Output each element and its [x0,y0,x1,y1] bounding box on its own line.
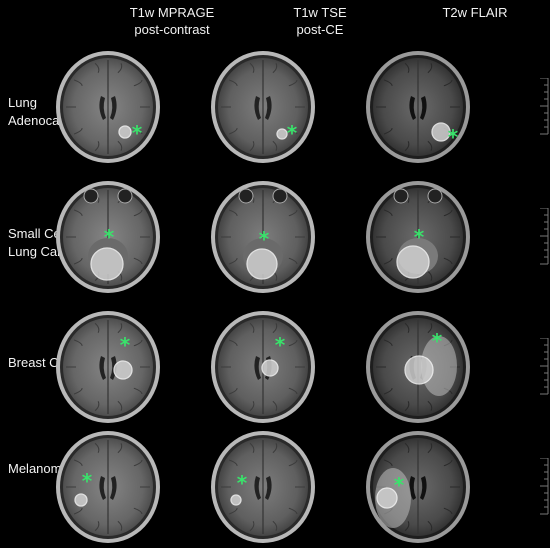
lateral-ventricle [110,476,117,500]
scale-ruler [540,208,549,265]
lesion-marker-asterisk: * [275,333,286,357]
lesion [431,122,451,142]
orbit [83,188,99,204]
lateral-ventricle [420,476,427,500]
lateral-ventricle [265,476,272,500]
lateral-ventricle [99,476,106,500]
lesion [118,125,132,139]
mri-slice-image: * [211,181,315,293]
lesion [404,355,434,385]
mri-slice-image: * [211,431,315,543]
mri-slice-image: * [211,311,315,423]
mri-slice-image: * [366,51,470,163]
cortical-sulci [221,322,305,412]
orbit [427,188,443,204]
scale-ruler [540,78,549,135]
mri-slice-lung-adenocarcinoma-t2w-flair: * [353,48,483,166]
lateral-ventricle [110,96,117,120]
mri-slice-melanoma-t2w-flair: * [353,428,483,546]
lesion-marker-asterisk: * [432,329,443,353]
lesion-marker-asterisk: * [120,333,131,357]
lesion [376,487,398,509]
mri-slice-breast-cancer-t2w-flair: * [353,308,483,426]
column-header-line2: post-contrast [134,22,210,37]
lesion [276,128,288,140]
mri-slice-small-cell-lung-cancer-t1w-mprage: * [43,178,173,296]
lesion-marker-asterisk: * [259,227,270,251]
mri-slice-lung-adenocarcinoma-t1w-tse: * [198,48,328,166]
lesion-marker-asterisk: * [448,125,459,149]
column-header-line1: T1w TSE [293,5,347,20]
column-header-t2w-flair: T2w FLAIR [400,4,550,21]
orbit [238,188,254,204]
lesion-marker-asterisk: * [287,121,298,145]
lateral-ventricle [254,476,261,500]
mri-slice-image: * [366,431,470,543]
lesion [90,247,124,281]
mri-slice-breast-cancer-t1w-tse: * [198,308,328,426]
lesion-marker-asterisk: * [132,121,143,145]
orbit [272,188,288,204]
cortical-sulci [66,442,150,532]
mri-slice-image: * [56,431,160,543]
row-label-line1: Melanoma [8,461,69,476]
orbit [117,188,133,204]
lesion [261,359,279,377]
column-header-t1w-tse: T1w TSE post-CE [245,4,395,38]
lesion-marker-asterisk: * [414,225,425,249]
lesion [74,493,88,507]
mri-slice-small-cell-lung-cancer-t1w-tse: * [198,178,328,296]
orbit [393,188,409,204]
lesion-marker-asterisk: * [394,473,405,497]
mri-slice-lung-adenocarcinoma-t1w-mprage: * [43,48,173,166]
row-label-line1: Lung [8,95,37,110]
lateral-ventricle [99,356,106,380]
column-header-t1w-mprage: T1w MPRAGE post-contrast [97,4,247,38]
scale-ruler [540,458,549,515]
cortical-sulci [66,62,150,152]
cortical-sulci [66,322,150,412]
row-label-melanoma: Melanoma [8,460,69,478]
mri-slice-image: * [211,51,315,163]
lateral-ventricle [409,96,416,120]
lesion [396,245,430,279]
row-label-line1: Small Cell [8,226,67,241]
mri-slice-small-cell-lung-cancer-t2w-flair: * [353,178,483,296]
scale-ruler [540,338,549,395]
lateral-ventricle [254,96,261,120]
mri-slice-image: * [366,311,470,423]
cortical-sulci [221,442,305,532]
lesion [113,360,133,380]
cortical-sulci [221,62,305,152]
mri-slice-image: * [56,51,160,163]
mri-slice-breast-cancer-t1w-mprage: * [43,308,173,426]
lesion-marker-asterisk: * [237,471,248,495]
edema-region [421,336,457,396]
lateral-ventricle [99,96,106,120]
mri-slice-image: * [56,181,160,293]
lesion-marker-asterisk: * [104,225,115,249]
lesion [246,248,278,280]
lateral-ventricle [254,356,261,380]
lesion-marker-asterisk: * [82,469,93,493]
mri-slice-melanoma-t1w-mprage: * [43,428,173,546]
lateral-ventricle [420,96,427,120]
lateral-ventricle [265,96,272,120]
column-header-line2: post-CE [296,22,344,37]
mri-slice-image: * [56,311,160,423]
lateral-ventricle [409,476,416,500]
mri-slice-melanoma-t1w-tse: * [198,428,328,546]
lesion [230,494,242,506]
column-header-line1: T1w MPRAGE [129,5,215,20]
column-header-line1: T2w FLAIR [442,5,508,20]
mri-slice-image: * [366,181,470,293]
